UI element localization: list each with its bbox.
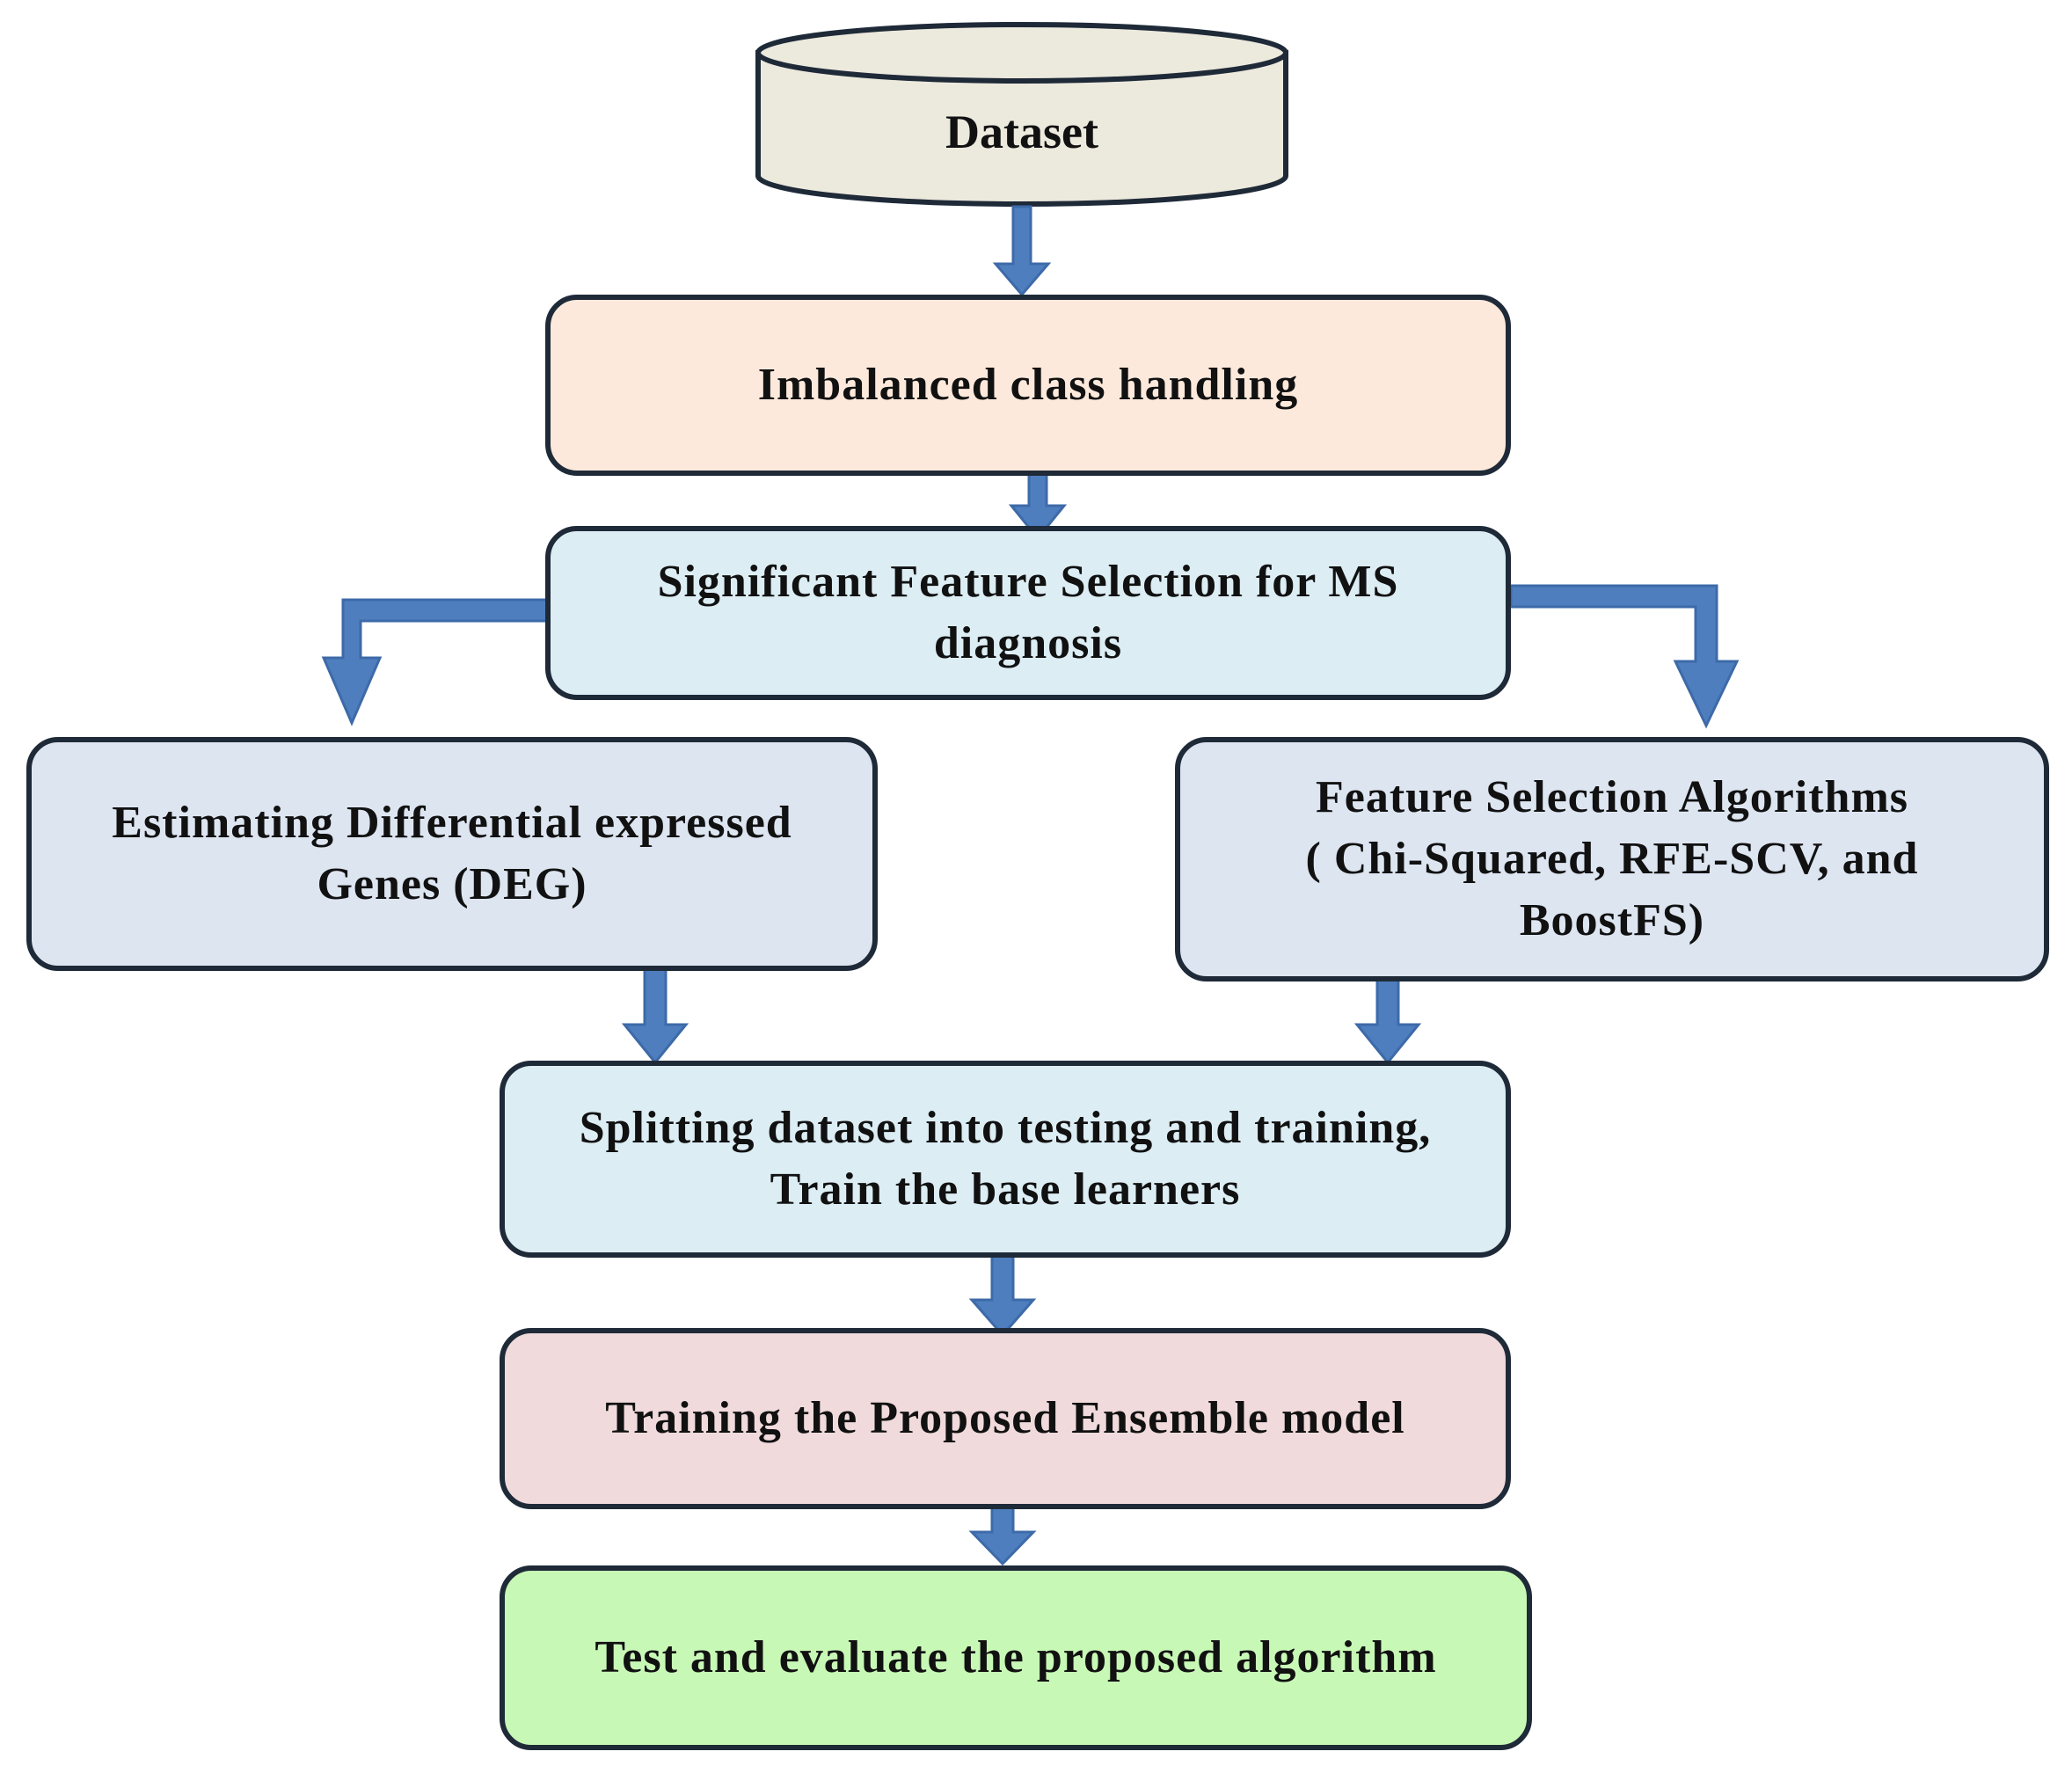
significant-line-1: Significant Feature Selection for MS [657,557,1399,607]
splitting-line-1: Splitting dataset into testing and train… [579,1103,1432,1153]
arrow-splitting-to-training [968,1254,1037,1338]
fs-line-2: ( Chi-Squared, RFE-SCV, and [1305,834,1919,884]
imbalanced-class-handling-box: Imbalanced class handling [545,295,1511,476]
dataset-cylinder-body [755,50,1288,207]
splitting-dataset-box: Splitting dataset into testing and train… [500,1061,1511,1258]
arrow-deg-to-splitting [621,964,689,1065]
significant-feature-selection-box: Significant Feature Selection for MS dia… [545,526,1511,700]
deg-line-2: Genes (DEG) [317,859,587,909]
fs-line-3: BoostFS) [1519,895,1705,945]
arrow-training-to-test [968,1502,1037,1566]
fs-line-1: Feature Selection Algorithms [1315,772,1909,822]
test-line-1: Test and evaluate the proposed algorithm [595,1632,1437,1682]
deg-line-1: Estimating Differential expressed [112,798,792,848]
dataset-cylinder [755,22,1288,207]
training-ensemble-box: Training the Proposed Ensemble model [500,1328,1511,1509]
arrow-fs-to-splitting [1353,973,1422,1065]
dataset-label: Dataset [945,106,1098,158]
imbalanced-line-1: Imbalanced class handling [757,360,1299,410]
dataset-cylinder-top [755,22,1288,84]
significant-line-2: diagnosis [933,618,1123,668]
feature-selection-algorithms-box: Feature Selection Algorithms ( Chi-Squar… [1175,737,2049,982]
arrow-dataset-to-imbalanced [992,205,1052,297]
arrow-significant-to-fs [1509,584,1740,729]
deg-estimation-box: Estimating Differential expressed Genes … [26,737,878,971]
splitting-line-2: Train the base learners [770,1164,1241,1215]
arrow-significant-to-deg [321,598,549,726]
test-evaluate-box: Test and evaluate the proposed algorithm [500,1565,1532,1750]
training-line-1: Training the Proposed Ensemble model [605,1393,1405,1443]
